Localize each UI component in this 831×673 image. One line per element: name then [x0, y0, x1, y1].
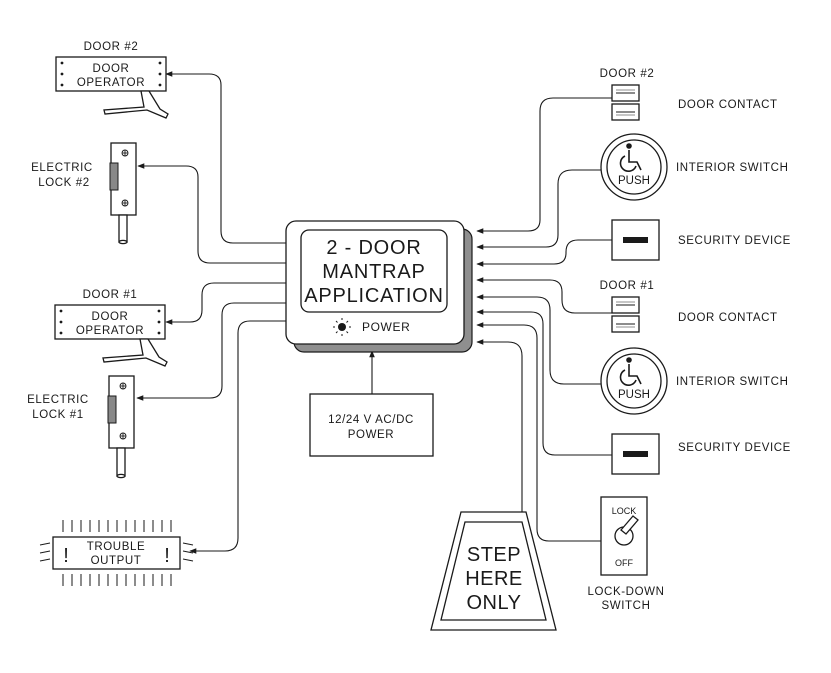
electric-lock1: ELECTRIC LOCK #1 — [27, 375, 135, 479]
trouble-mark-left: ! — [63, 545, 69, 567]
door1-operator-title: DOOR #1 — [83, 289, 138, 301]
door1-contact-label: DOOR CONTACT — [678, 312, 778, 324]
push-label-bottom: PUSH — [618, 389, 650, 401]
step-here-mat: STEP HERE ONLY — [430, 511, 557, 631]
lock-label: LOCK — [612, 506, 637, 516]
power-supply-line2: POWER — [348, 429, 394, 441]
door1-operator-arm — [102, 338, 168, 367]
wire-security-device-bottom — [476, 309, 612, 456]
electric-lock2-line1: ELECTRIC — [31, 162, 93, 174]
off-label: OFF — [615, 558, 633, 568]
wire-trouble-output — [189, 320, 286, 554]
wire-door2-operator — [165, 71, 286, 244]
door2-operator-line2: OPERATOR — [77, 77, 145, 89]
push-label-top: PUSH — [618, 175, 650, 187]
power-indicator-label: POWER — [362, 320, 410, 334]
power-supply-line1: 12/24 V AC/DC — [328, 414, 414, 426]
door1-operator: DOOR #1 DOOR OPERATOR — [54, 289, 168, 367]
controller-title-line2: MANTRAP — [322, 261, 425, 283]
wire-lockdown-switch — [476, 322, 601, 542]
security-device-bottom-label: SECURITY DEVICE — [678, 442, 791, 454]
door2-operator-arm — [103, 90, 169, 119]
security-device-top: SECURITY DEVICE — [611, 219, 791, 261]
wire-electric-lock1 — [136, 302, 286, 401]
wire-door1-operator — [165, 282, 286, 325]
interior-switch-top-label: INTERIOR SWITCH — [676, 162, 789, 174]
electric-lock1-line1: ELECTRIC — [27, 394, 89, 406]
key-toggle-icon — [620, 515, 639, 535]
interior-switch-bottom: PUSH INTERIOR SWITCH — [600, 347, 789, 415]
door2-operator-line1: DOOR — [93, 63, 130, 75]
wheelchair-icon — [619, 143, 642, 172]
wire-step-mat — [476, 339, 523, 512]
power-led-icon — [333, 318, 351, 336]
lockdown-line1: LOCK-DOWN — [588, 586, 665, 598]
door1-contact: DOOR #1 DOOR CONTACT — [600, 280, 778, 333]
mat-line1: STEP — [467, 544, 521, 566]
door2-contact-title: DOOR #2 — [600, 68, 655, 80]
mantrap-controller: 2 - DOOR MANTRAP APPLICATION POWER — [285, 220, 473, 353]
lockdown-line2: SWITCH — [602, 600, 651, 612]
trouble-output-line2: OUTPUT — [91, 555, 142, 567]
lockdown-switch: LOCK OFF LOCK-DOWN SWITCH — [588, 496, 665, 612]
controller-label-panel — [300, 229, 448, 313]
wire-electric-lock2 — [137, 163, 286, 264]
door2-contact: DOOR #2 DOOR CONTACT — [600, 68, 778, 121]
electric-lock2: ELECTRIC LOCK #2 — [31, 142, 137, 245]
door1-contact-title: DOOR #1 — [600, 280, 655, 292]
door1-operator-line2: OPERATOR — [76, 325, 144, 337]
mat-line2: HERE — [465, 568, 523, 590]
wire-door1-contact — [476, 277, 612, 314]
security-device-bottom: SECURITY DEVICE — [611, 433, 791, 475]
electric-lock1-line2: LOCK #1 — [32, 409, 84, 421]
wheelchair-icon — [619, 357, 642, 386]
trouble-output: ! ! TROUBLE OUTPUT — [39, 520, 194, 586]
interior-switch-top: PUSH INTERIOR SWITCH — [600, 133, 789, 201]
wires — [136, 71, 612, 554]
door2-operator: DOOR #2 DOOR OPERATOR — [55, 41, 169, 119]
controller-title-line1: 2 - DOOR — [326, 237, 421, 259]
door1-operator-line1: DOOR — [92, 311, 129, 323]
wire-security-device-top — [476, 239, 612, 267]
door2-contact-label: DOOR CONTACT — [678, 99, 778, 111]
wire-interior-switch-top — [476, 169, 601, 250]
electric-lock2-line2: LOCK #2 — [38, 177, 90, 189]
trouble-output-line1: TROUBLE — [87, 541, 146, 553]
security-device-top-label: SECURITY DEVICE — [678, 235, 791, 247]
trouble-mark-right: ! — [164, 545, 170, 567]
mat-line3: ONLY — [467, 592, 522, 614]
interior-switch-bottom-label: INTERIOR SWITCH — [676, 376, 789, 388]
power-supply: 12/24 V AC/DC POWER — [309, 393, 434, 457]
wire-door2-contact — [476, 97, 612, 234]
controller-title-line3: APPLICATION — [304, 285, 444, 307]
wire-interior-switch-bottom — [476, 294, 601, 385]
door2-operator-title: DOOR #2 — [84, 41, 139, 53]
